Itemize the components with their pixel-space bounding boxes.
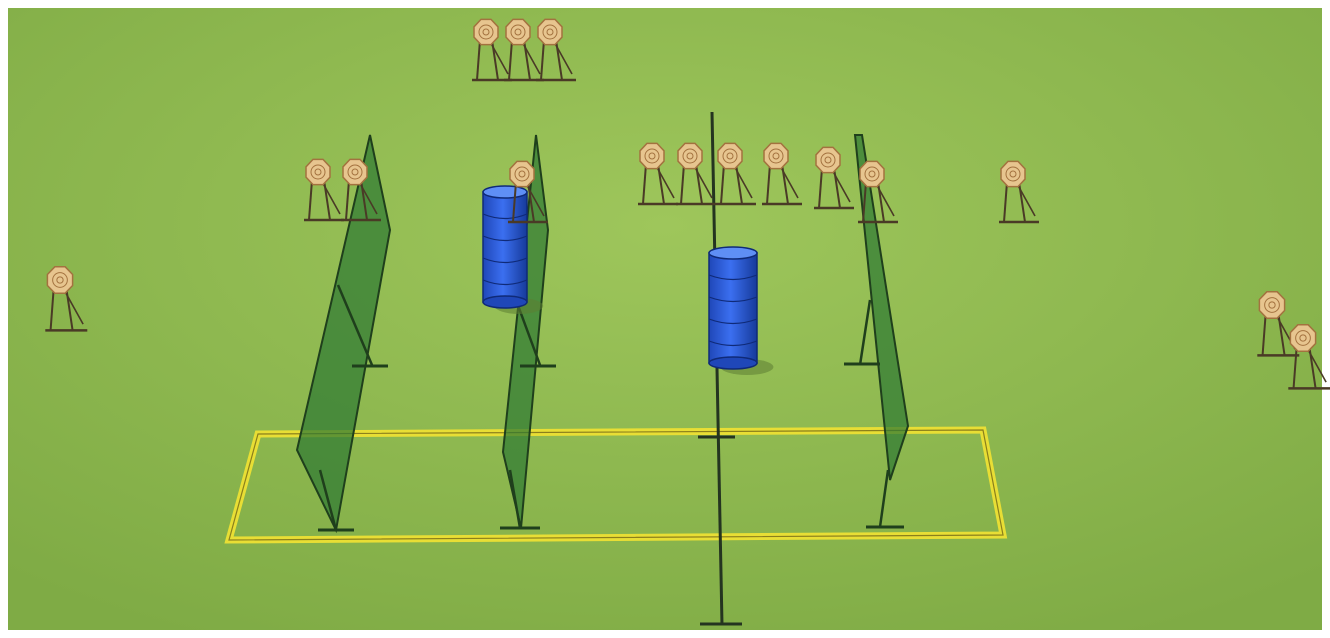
stage-diagram: [0, 0, 1330, 638]
stage-canvas: [0, 0, 1330, 638]
